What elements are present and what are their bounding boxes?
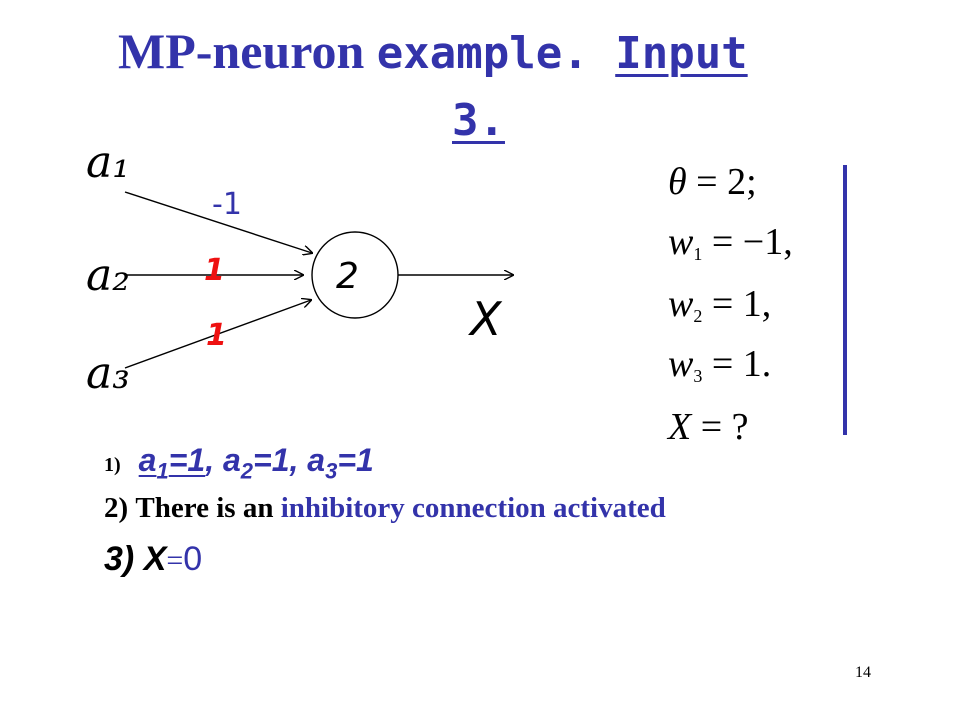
item3-value: 0 [183,540,203,578]
item1-sep2: , [289,442,308,478]
item1-a1-var: a [138,442,157,478]
equation-w1: w1 = −1, [668,220,793,265]
list-item-1: 1) a1=1, a2=1, a3=1 [104,442,374,484]
title-mp-neuron: MP-neuron [118,23,377,79]
item3-x-var: X [143,540,167,578]
eq-w3-sub: 3 [693,366,703,386]
output-x-label: X [470,292,502,346]
item1-a1-val: =1 [168,442,206,478]
item1-a2-var: a [222,442,241,478]
weight-w2-label: 1 [204,253,225,288]
equation-theta: θ = 2; [668,160,757,204]
input-a2-label: a₂ [86,250,130,301]
item1-a2-val: =1 [253,442,290,478]
input-a3-label: a₃ [86,348,130,399]
threshold-label: 2 [336,256,359,297]
eq-w2-sub: 2 [693,306,703,326]
item1-content: a1=1, a2=1, a3=1 [138,442,374,483]
title-example: example. [376,28,616,79]
eq-theta-symbol: θ [668,161,687,203]
eq-theta-rhs: = 2; [686,161,757,203]
item1-a2-sub: 2 [240,458,254,484]
item2-text: There is an [135,492,281,524]
item1-number: 1) [104,454,121,476]
list-item-2: 2) There is an inhibitory connection act… [104,492,666,525]
eq-x-rhs: = ? [691,406,749,448]
eq-w2-rhs: = 1, [702,283,772,325]
eq-x-var: X [668,406,692,448]
weight-w1-label: -1 [212,187,242,222]
item1-a3-var: a [307,442,326,478]
eq-w3-var: w [668,343,694,385]
equation-w2: w2 = 1, [668,282,771,327]
eq-w1-sub: 1 [693,244,703,264]
edge-a1 [124,191,312,253]
item2-number: 2) [104,492,129,524]
eq-w3-rhs: = 1. [702,343,772,385]
input-a1-label: a₁ [86,137,130,188]
weight-w3-label: 1 [206,318,227,353]
eq-w1-rhs: = −1, [702,221,793,263]
title-line-1: MP-neuron example. Input [118,22,748,80]
item3-equals: = [166,544,184,577]
item1-sep1: , [205,442,223,478]
item3-number: 3) [104,540,135,578]
list-item-3: 3) X=0 [104,540,202,579]
item2-inhibitory-text: inhibitory connection activated [280,492,666,524]
eq-w1-var: w [668,221,694,263]
title-input: Input [615,28,748,79]
item1-a3-sub: 3 [325,458,338,484]
equation-w3: w3 = 1. [668,342,771,387]
eq-w2-var: w [668,283,694,325]
page-number: 14 [855,664,871,681]
edge-a3 [124,300,311,369]
equation-x: X = ? [668,405,749,449]
title-number: 3. [452,95,505,146]
title-line-2: 3. [452,95,505,146]
item1-a1-sub: 1 [156,458,169,484]
item1-a3-val: =1 [337,442,374,478]
